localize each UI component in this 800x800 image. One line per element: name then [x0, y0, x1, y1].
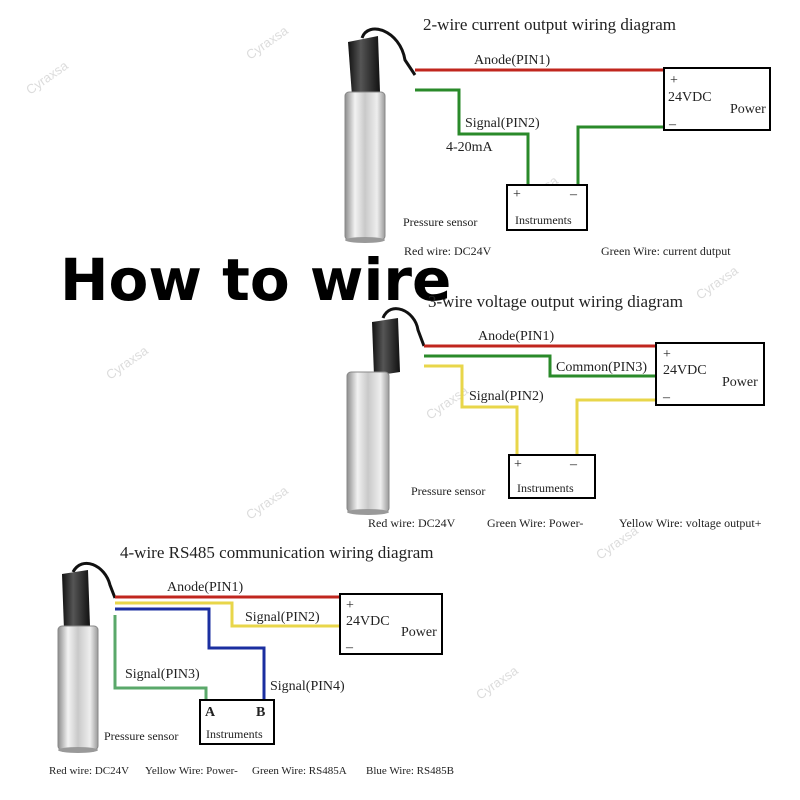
watermark: Cyraxsa [23, 57, 71, 97]
instruments-box [506, 184, 588, 231]
power-plus: + [670, 73, 678, 88]
power-voltage: 24VDC [346, 614, 390, 629]
diagram-3wire: 3-wire voltage output wiring diagram + 2… [346, 292, 765, 530]
green-wire-caption: Green Wire: Power- [487, 516, 583, 530]
green-wire-caption: Green Wire: current dutput [601, 244, 731, 258]
instrument-b: B [256, 705, 265, 720]
headline: How to wire [60, 246, 451, 314]
diagram-4wire: 4-wire RS485 communication wiring diagra… [49, 543, 454, 777]
blue-wire-caption: Blue Wire: RS485B [366, 765, 454, 777]
watermark: Cyraxsa [243, 22, 291, 62]
instruments-box [508, 454, 596, 499]
instruments-label: Instruments [517, 481, 574, 495]
green-wire-caption: Green Wire: RS485A [252, 765, 347, 777]
blue-wire [115, 607, 266, 700]
power-voltage: 24VDC [663, 363, 707, 378]
diagram-title: 3-wire voltage output wiring diagram [428, 292, 683, 311]
anode-label: Anode(PIN1) [478, 329, 555, 344]
green-wire [113, 615, 208, 700]
diagram-title: 4-wire RS485 communication wiring diagra… [120, 543, 434, 562]
signal4-label: Signal(PIN4) [270, 679, 345, 694]
power-minus: – [662, 390, 671, 405]
power-supply-box [339, 593, 443, 655]
instrument-minus: – [569, 187, 578, 202]
green-wire [424, 354, 656, 378]
yellow-wire-signal [424, 364, 519, 455]
yellow-wire [115, 601, 340, 628]
watermark: Cyraxsa [103, 342, 151, 382]
diagram-2wire: 2-wire current output wiring diagram + 2… [344, 15, 771, 258]
power-minus: – [345, 640, 354, 655]
power-supply-box [663, 67, 771, 131]
power-plus: + [663, 347, 671, 362]
instruments-label: Instruments [206, 727, 263, 741]
pressure-sensor-icon [344, 27, 417, 243]
watermark: Cyraxsa [693, 262, 741, 302]
current-label: 4-20mA [446, 140, 494, 155]
anode-label: Anode(PIN1) [167, 580, 244, 595]
watermark: Cyraxsa [423, 382, 471, 422]
power-minus: – [668, 117, 677, 132]
yellow-wire-caption: Yellow Wire: voltage output+ [619, 516, 762, 530]
signal-label: Signal(PIN2) [469, 389, 544, 404]
instruments-label: Instruments [515, 213, 572, 227]
instruments-box [199, 699, 275, 745]
red-wire-caption: Red wire: DC24V [368, 516, 456, 530]
green-wire-return [576, 125, 664, 187]
pressure-sensor-icon [346, 307, 426, 515]
power-plus: + [346, 598, 354, 613]
power-label: Power [722, 375, 758, 390]
pressure-sensor-icon [57, 561, 117, 753]
instrument-minus: – [569, 457, 578, 472]
anode-label: Anode(PIN1) [474, 53, 551, 68]
watermark: Cyraxsa [243, 482, 291, 522]
watermark: Cyraxsa [473, 662, 521, 702]
signal2-label: Signal(PIN2) [245, 610, 320, 625]
yellow-wire-return [575, 398, 656, 455]
yellow-wire-caption: Yellow Wire: Power- [145, 765, 238, 777]
green-wire-signal [415, 88, 530, 187]
sensor-label: Pressure sensor [403, 215, 477, 229]
sensor-label: Pressure sensor [104, 729, 178, 743]
power-supply-box [655, 342, 765, 406]
power-label: Power [730, 102, 766, 117]
instrument-plus: + [514, 457, 522, 472]
signal3-label: Signal(PIN3) [125, 667, 200, 682]
instrument-plus: + [513, 187, 521, 202]
power-voltage: 24VDC [668, 90, 712, 105]
diagram-title: 2-wire current output wiring diagram [423, 15, 676, 34]
red-wire-caption: Red wire: DC24V [404, 244, 492, 258]
instrument-a: A [205, 705, 216, 720]
sensor-label: Pressure sensor [411, 484, 485, 498]
signal-label: Signal(PIN2) [465, 116, 540, 131]
common-label: Common(PIN3) [556, 360, 647, 375]
power-label: Power [401, 625, 437, 640]
red-wire-caption: Red wire: DC24V [49, 765, 129, 777]
